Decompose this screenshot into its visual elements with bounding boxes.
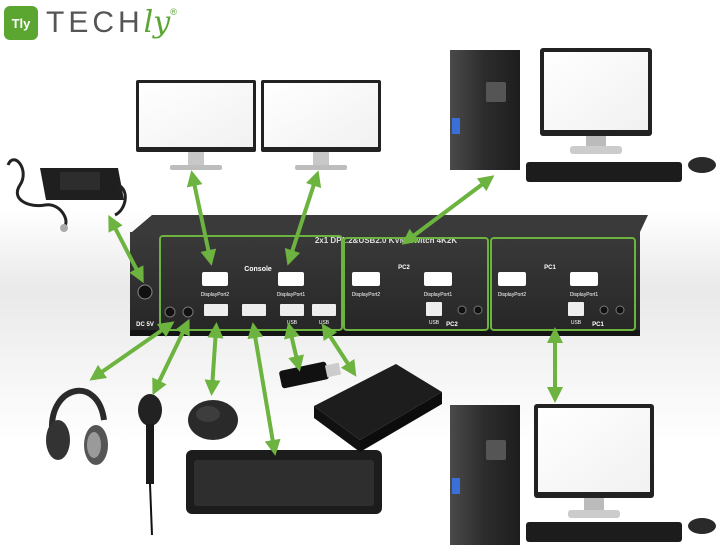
- pc2-audio-jack: [457, 305, 467, 315]
- pc2-dp2-port: [352, 272, 380, 286]
- headphone-jack: [164, 306, 176, 318]
- arrow-hard-drive: [321, 323, 357, 377]
- dc-power-jack: [137, 284, 153, 300]
- pc1-dp1-label: DisplayPort1: [570, 292, 599, 298]
- console-dp2-port: [202, 272, 228, 286]
- mouse: [188, 400, 238, 440]
- pc2-dp1-port: [424, 272, 452, 286]
- logo-prefix: TECH: [46, 6, 144, 39]
- console-usb-label-1: USB: [287, 320, 298, 326]
- keyboard: [186, 450, 382, 514]
- pc1-dp1-port: [570, 272, 598, 286]
- console-dp1-label: DisplayPort1: [277, 292, 306, 298]
- kvm-top: [132, 215, 648, 232]
- pc2-dp1-label: DisplayPort1: [424, 292, 453, 298]
- arrow-console-monitor-1: [186, 170, 217, 266]
- hard-drive: [314, 364, 442, 452]
- power-label: DC 5V: [136, 322, 154, 328]
- arrow-power: [108, 214, 144, 284]
- pc2-header-label: PC2: [398, 265, 410, 271]
- computer-pc2: [450, 48, 716, 182]
- console-usb-mouse: [204, 304, 228, 316]
- console-dp1-port: [278, 272, 304, 286]
- pc1-audio-jack: [599, 305, 609, 315]
- arrow-mouse: [204, 322, 224, 396]
- console-usb-port-2: [312, 304, 336, 316]
- pc2-dp2-label: DisplayPort2: [352, 292, 381, 298]
- pc1-panel: [490, 237, 636, 331]
- pc2-usb-label: USB: [429, 320, 440, 326]
- pc2-usb-b-port: [426, 302, 442, 316]
- pc1-usb-label: USB: [571, 320, 582, 326]
- power-adapter: [6, 158, 127, 232]
- mic-jack: [182, 306, 194, 318]
- monitor-1: [136, 80, 256, 170]
- arrow-keyboard: [247, 322, 281, 456]
- pc1-dp2-port: [498, 272, 526, 286]
- arrow-microphone: [152, 318, 190, 396]
- logo-suffix: ly: [143, 5, 171, 40]
- console-usb-port-1: [280, 304, 304, 316]
- techly-logo: Tly TECHly®: [4, 6, 181, 40]
- pc2-label: PC2: [446, 322, 458, 328]
- arrow-pc2: [401, 175, 495, 245]
- console-usb-keyboard: [242, 304, 266, 316]
- console-dp2-label: DisplayPort2: [201, 292, 230, 298]
- pc1-dp2-label: DisplayPort2: [498, 292, 527, 298]
- logo-wordmark: TECHly®: [46, 8, 181, 38]
- connection-arrows: [89, 170, 563, 456]
- computer-pc1: [450, 404, 716, 545]
- arrow-usb-stick: [284, 322, 304, 372]
- logo-registered: ®: [170, 7, 181, 17]
- microphone: [138, 394, 162, 536]
- pc1-mic-jack: [615, 305, 625, 315]
- logo-badge: Tly: [4, 6, 38, 40]
- kvm-switch: 2x1 DP1.2&USB2.0 KVM Switch 4K2K DC 5V C…: [130, 215, 648, 336]
- pc1-label: PC1: [592, 322, 604, 328]
- pc1-header-label: PC1: [544, 265, 556, 271]
- console-label: Console: [244, 266, 272, 273]
- headphones: [46, 387, 108, 465]
- pc1-usb-b-port: [568, 302, 584, 316]
- console-usb-label-2: USB: [319, 320, 330, 326]
- monitor-2: [261, 80, 381, 170]
- device-title: 2x1 DP1.2&USB2.0 KVM Switch 4K2K: [315, 236, 457, 245]
- arrow-console-monitor-2: [284, 170, 322, 266]
- pc2-mic-jack: [473, 305, 483, 315]
